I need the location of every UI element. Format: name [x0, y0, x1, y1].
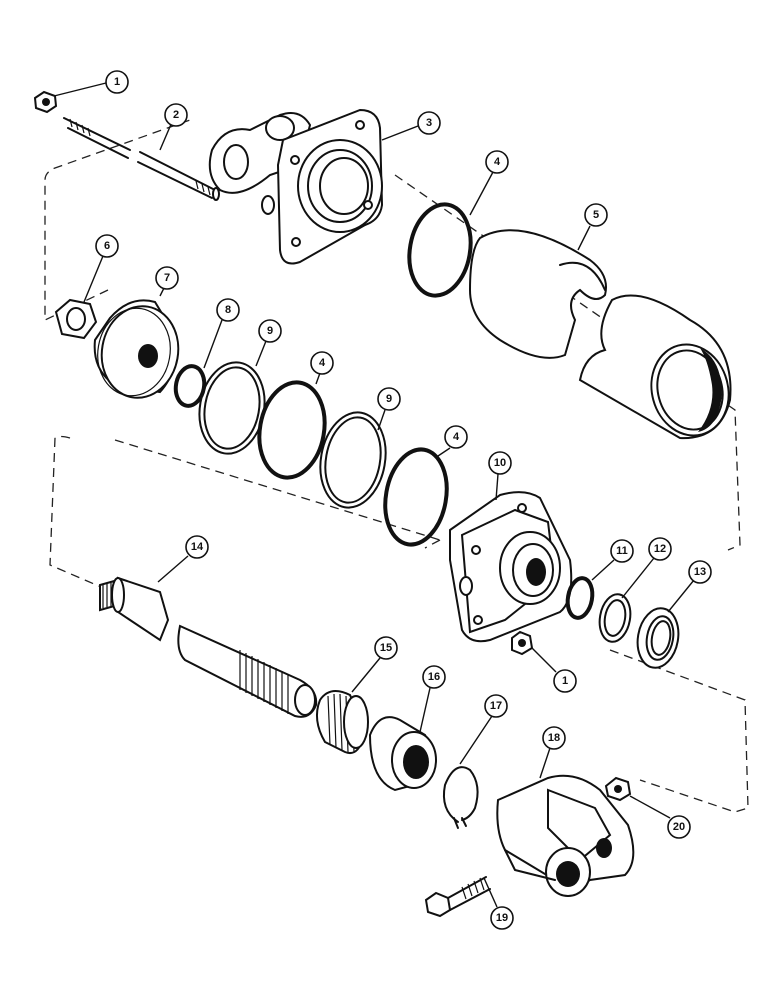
backup-ring-part-9-second: [319, 411, 387, 509]
tie-rod-part-2: [63, 117, 220, 201]
jam-nut-part-16: [368, 716, 437, 792]
wiper-part-12: [598, 593, 632, 643]
hex-nut-part-20: [604, 776, 632, 802]
svg-text:1: 1: [114, 76, 120, 88]
callout-8: 8: [216, 298, 240, 322]
o-ring-part-11: [565, 576, 595, 620]
svg-text:5: 5: [593, 209, 599, 221]
svg-text:3: 3: [426, 117, 432, 129]
callout-14: 14: [185, 535, 209, 559]
callout-6: 6: [95, 234, 119, 258]
callout-12: 12: [648, 537, 672, 561]
svg-text:11: 11: [616, 545, 628, 557]
svg-text:15: 15: [380, 642, 392, 654]
callout-9-second: 9: [377, 387, 401, 411]
svg-text:8: 8: [225, 304, 231, 316]
callout-18: 18: [542, 726, 566, 750]
svg-text:17: 17: [490, 700, 502, 712]
callout-1-lower: 1: [553, 669, 577, 693]
piston-rod-part-14: [99, 576, 318, 718]
assembly-outline-upper: [44, 119, 741, 551]
svg-text:12: 12: [654, 543, 666, 555]
callout-4-top: 4: [485, 150, 509, 174]
callout-11: 11: [610, 539, 634, 563]
svg-text:9: 9: [386, 393, 392, 405]
svg-text:4: 4: [453, 431, 460, 443]
svg-text:19: 19: [496, 912, 508, 924]
o-ring-part-8: [173, 364, 207, 408]
callout-13: 13: [688, 560, 712, 584]
assembly-outline-lower: [49, 437, 749, 813]
o-ring-part-4-middle: [257, 380, 327, 480]
callout-19: 19: [490, 906, 514, 930]
svg-text:2: 2: [173, 109, 179, 121]
piston-nut-part-6: [54, 298, 98, 340]
hex-nut-part-1: [33, 90, 58, 114]
o-ring-part-4: [407, 202, 473, 298]
callout-7: 7: [155, 266, 179, 290]
callout-3: 3: [417, 111, 441, 135]
callout-10: 10: [488, 451, 512, 475]
rod-seal-part-13: [636, 607, 680, 669]
piston-part-7: [93, 299, 180, 399]
callout-5: 5: [584, 203, 608, 227]
svg-text:14: 14: [191, 541, 204, 553]
assembly-outline-middle: [54, 435, 441, 541]
svg-text:4: 4: [494, 156, 501, 168]
leader-lines: [53, 82, 695, 908]
svg-text:4: 4: [319, 357, 326, 369]
svg-text:13: 13: [694, 566, 706, 578]
stop-tube-part-15: [315, 690, 369, 754]
svg-text:6: 6: [104, 240, 110, 252]
svg-text:10: 10: [494, 457, 506, 469]
callout-2: 2: [164, 103, 188, 127]
callout-1: 1: [105, 70, 129, 94]
cylinder-head-part-3: [208, 108, 384, 265]
snap-ring-part-17: [442, 766, 479, 829]
callout-9: 9: [258, 319, 282, 343]
svg-text:1: 1: [562, 675, 568, 687]
svg-text:9: 9: [267, 325, 273, 337]
svg-text:18: 18: [548, 732, 560, 744]
svg-text:7: 7: [164, 272, 170, 284]
rod-guide-part-10: [449, 491, 573, 643]
hex-nut-part-1-lower: [511, 630, 534, 656]
rod-clevis-part-18: [496, 774, 635, 897]
svg-text:16: 16: [428, 671, 440, 683]
callout-4-lower: 4: [444, 425, 468, 449]
callout-4-middle: 4: [310, 351, 334, 375]
callout-16: 16: [422, 665, 446, 689]
o-ring-part-4-lower: [383, 447, 449, 547]
bolt-part-19: [424, 876, 491, 918]
callout-17: 17: [484, 694, 508, 718]
callout-15: 15: [374, 636, 398, 660]
callout-20: 20: [667, 815, 691, 839]
svg-text:20: 20: [673, 821, 685, 833]
cylinder-tube-part-5: [468, 229, 732, 440]
